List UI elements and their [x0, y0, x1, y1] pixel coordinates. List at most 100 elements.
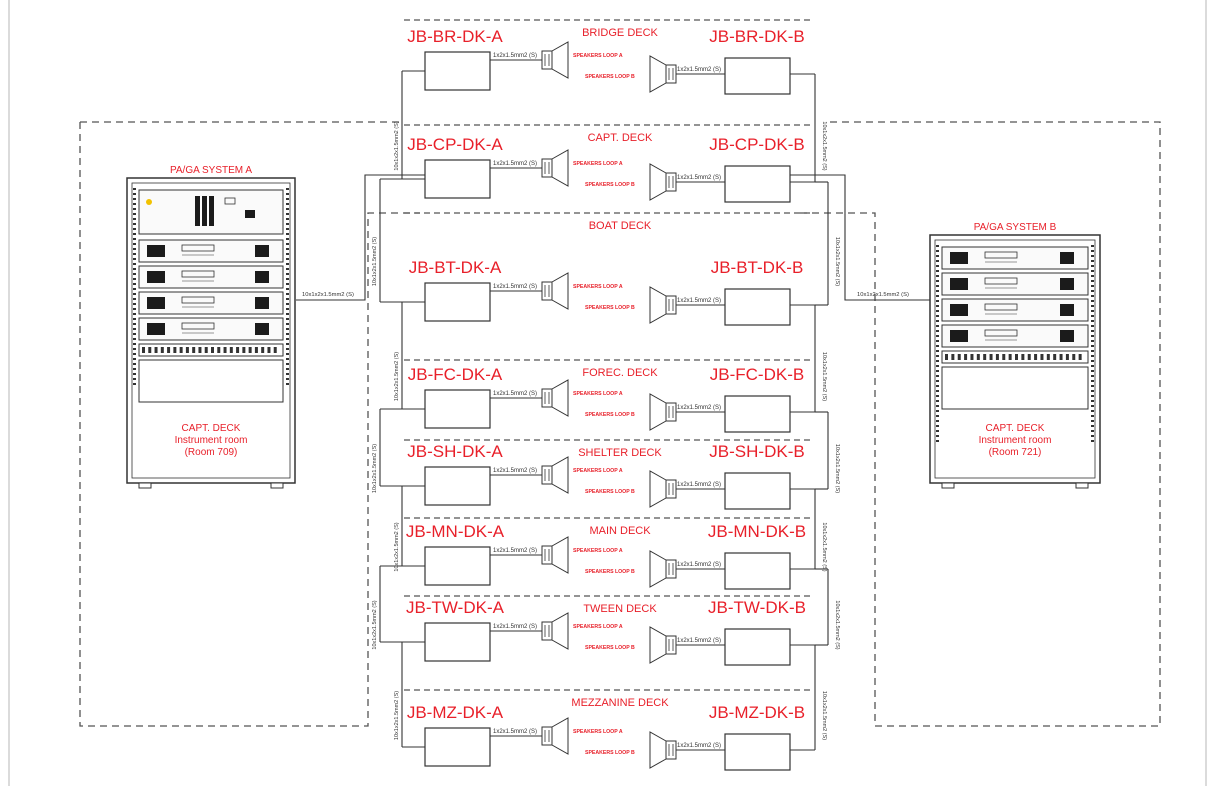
amplifier-display	[984, 329, 1018, 337]
rack-rail-hole	[286, 303, 289, 305]
rack-foot	[941, 482, 955, 489]
rack-rail-hole	[936, 360, 939, 362]
riser-cable-a-label: 10x1x2x1.5mm2 (S)	[394, 691, 400, 740]
rack-rail-hole	[936, 405, 939, 407]
control-module	[209, 196, 214, 226]
rack-rail-hole	[133, 338, 136, 340]
rack-rail-hole	[1091, 250, 1094, 252]
vent-slot	[273, 347, 277, 353]
rack-rail-hole	[286, 378, 289, 380]
speaker-cone	[649, 163, 667, 201]
speaker-cone	[649, 55, 667, 93]
status-led	[146, 199, 152, 205]
rack-rail-hole	[133, 248, 136, 250]
speaker-loop-b-label: SPEAKERS LOOP B	[585, 412, 635, 418]
junction-box-a-label: JB-SH-DK-A	[407, 442, 503, 461]
rack-rail-hole	[133, 223, 136, 225]
rack-rail-hole	[286, 258, 289, 260]
riser-cable-a-label: 10x1x2x1.5mm2 (S)	[394, 121, 400, 170]
vent-slot	[957, 354, 961, 360]
amplifier-grille	[950, 278, 968, 290]
rack-rail-hole	[1091, 365, 1094, 367]
rack-rail-hole	[133, 288, 136, 290]
vent-slot	[964, 354, 968, 360]
rack-rail-hole	[936, 290, 939, 292]
rack-rail-hole	[936, 430, 939, 432]
speaker-icon	[541, 149, 569, 187]
blank-panel	[138, 359, 284, 403]
deck-title: SHELTER DECK	[578, 447, 662, 459]
rack-rail-hole	[936, 255, 939, 257]
amplifier-display	[181, 296, 215, 304]
vent-slot	[945, 354, 948, 360]
speaker-loop-a-label: SPEAKERS LOOP A	[573, 161, 623, 167]
vent-slot	[217, 347, 221, 353]
speaker-cone	[551, 536, 569, 574]
location-line: CAPT. DECK	[986, 423, 1045, 434]
rack-rail-hole	[1091, 260, 1094, 262]
speaker-cone	[551, 379, 569, 417]
rack-rail-hole	[936, 270, 939, 272]
speaker-body	[541, 621, 553, 641]
amplifier-grille	[147, 297, 165, 309]
rack-rail-hole	[286, 338, 289, 340]
rack-rail-hole	[936, 395, 939, 397]
junction-box-b	[724, 472, 791, 510]
rack-rail-hole	[1091, 395, 1094, 397]
rack-rail-hole	[133, 323, 136, 325]
vent-slot	[1027, 354, 1031, 360]
vent-slot	[142, 347, 145, 353]
rack-rail-hole	[1091, 300, 1094, 302]
rack-rail-hole	[1091, 315, 1094, 317]
rack-rail-hole	[286, 213, 289, 215]
amplifier-display	[181, 244, 215, 252]
rack-rail-hole	[286, 243, 289, 245]
rack-rail-hole	[133, 318, 136, 320]
vent-slot	[211, 347, 214, 353]
junction-box-a-label: JB-TW-DK-A	[406, 598, 505, 617]
rack-rail-hole	[133, 218, 136, 220]
speaker-cable-a-label: 1x2x1.5mm2 (S)	[493, 161, 537, 167]
location-line: (Room 709)	[185, 447, 238, 458]
junction-box-b	[724, 165, 791, 203]
rack-rail-hole	[133, 198, 136, 200]
rack-rail-hole	[133, 263, 136, 265]
feeder-cable-a-label: 10x1x2x1.5mm2 (S)	[302, 292, 354, 298]
rack-rail-hole	[286, 283, 289, 285]
speaker-icon	[541, 456, 569, 494]
speaker-loop-a-label: SPEAKERS LOOP A	[573, 53, 623, 59]
riser-cable-b-label: 10x1x2x1.5mm2 (S)	[834, 600, 840, 649]
junction-box-a-label: JB-BR-DK-A	[407, 27, 503, 46]
speaker-body	[665, 64, 677, 84]
rack-rail-hole	[936, 335, 939, 337]
rack-rail-hole	[936, 370, 939, 372]
system-title: PA/GA SYSTEM B	[974, 222, 1057, 233]
feeder-cable-b-label: 10x1x2x1.5mm2 (S)	[857, 292, 909, 298]
rack-rail-hole	[286, 323, 289, 325]
rack-rail-hole	[1091, 415, 1094, 417]
rack-rail-hole	[133, 258, 136, 260]
rack-rail-hole	[936, 350, 939, 352]
speaker-body	[665, 172, 677, 192]
junction-box-a	[424, 389, 491, 429]
vent-slot	[192, 347, 196, 353]
rack-rail-hole	[1091, 305, 1094, 307]
rack-rail-hole	[133, 278, 136, 280]
blank-panel	[941, 366, 1089, 410]
junction-box-b-label: JB-SH-DK-B	[709, 442, 804, 461]
amplifier-knob	[1060, 304, 1074, 316]
rack-rail-hole	[1091, 360, 1094, 362]
rack-rail-hole	[936, 375, 939, 377]
speaker-body	[541, 158, 553, 178]
vent-slot	[242, 347, 246, 353]
riser-cable-a-label: 10x1x2x1.5mm2 (S)	[372, 600, 378, 649]
location-line: Instrument room	[175, 435, 248, 446]
rack-rail-hole	[1091, 350, 1094, 352]
rack-rail-hole	[1091, 375, 1094, 377]
rack-rail-hole	[1091, 245, 1094, 247]
rack-rail-hole	[1091, 400, 1094, 402]
